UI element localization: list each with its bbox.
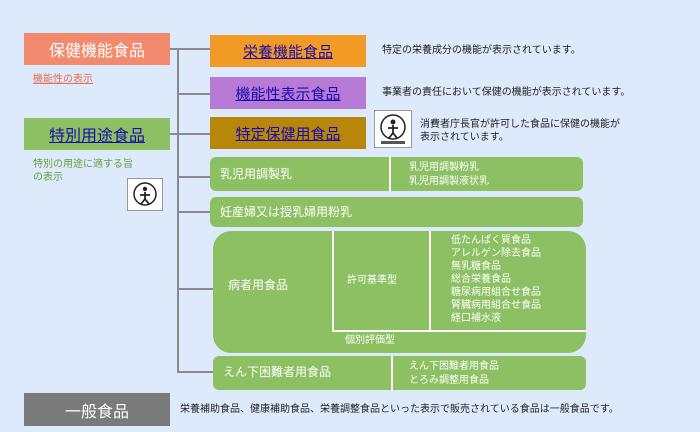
byosha-divider-h <box>332 330 586 332</box>
hoken-kinou-sub: 機能性の表示 <box>33 74 93 85</box>
engeshita-row <box>213 356 586 390</box>
engeshita-label: えん下困難者用食品 <box>223 365 332 379</box>
kyoka-kijun-label: 許可基準型 <box>347 275 397 286</box>
kyoka-item: 無乳糖食品 <box>451 261 501 272</box>
tokubetsu-youto-box[interactable]: 特別用途食品 <box>24 118 170 150</box>
kyoka-item: 低たんぱく質食品 <box>451 235 531 246</box>
eiyo-kinou-box[interactable]: 栄養機能食品 <box>210 35 366 67</box>
connector-line <box>177 133 210 135</box>
byosha-label: 病者用食品 <box>228 278 289 292</box>
kinousei-hyouji-label[interactable]: 機能性表示食品 <box>235 84 341 103</box>
nyuji-label: 乳児用調製乳 <box>220 167 293 181</box>
kyoka-item: アレルゲン除去食品 <box>451 248 541 259</box>
tokubetsu-youto-title[interactable]: 特別用途食品 <box>48 126 145 145</box>
connector-line <box>177 48 210 50</box>
byosha-block <box>213 231 586 353</box>
tokubetsu-youto-mark-icon <box>127 178 163 211</box>
engeshita-divider <box>391 356 393 390</box>
connector-line <box>170 48 178 50</box>
tokutei-hoken-box[interactable]: 特定保健用食品 <box>210 117 366 149</box>
kyoka-item: 総合栄養食品 <box>451 274 511 285</box>
byosha-divider-v2 <box>429 231 431 331</box>
connector-line <box>177 176 210 178</box>
tokutei-hoken-desc-line1: 消費者庁長官が許可した食品に保健の機能が <box>420 119 620 130</box>
kyoka-item: 経口補水液 <box>451 313 501 324</box>
ninsanpu-row <box>210 197 583 227</box>
engeshita-item: とろみ調整用食品 <box>409 375 489 386</box>
tokutei-hoken-label[interactable]: 特定保健用食品 <box>235 124 341 143</box>
eiyo-kinou-desc: 特定の栄養成分の機能が表示されています。 <box>382 45 581 56</box>
kobetsu-hyoka-label: 個別評価型 <box>345 335 395 346</box>
eiyo-kinou-label[interactable]: 栄養機能食品 <box>242 42 333 61</box>
tokutei-hoken-desc-line2: 表示されています。 <box>420 132 509 143</box>
ninsanpu-label: 妊産婦又は授乳婦用粉乳 <box>220 205 353 219</box>
connector-line <box>177 371 213 373</box>
ippan-shokuhin-box: 一般食品 <box>24 393 170 426</box>
ippan-desc: 栄養補助食品、健康補助食品、栄養調整食品といった表示で販売されている食品は一般食… <box>180 404 619 415</box>
kyoka-item: 糖尿病用組合せ食品 <box>451 287 541 298</box>
kyoka-item: 腎臓病用組合せ食品 <box>451 300 541 311</box>
kinousei-hyouji-box[interactable]: 機能性表示食品 <box>210 77 366 109</box>
ippan-shokuhin-title: 一般食品 <box>64 401 129 421</box>
connector-line <box>170 133 178 135</box>
tokubetsu-sub-line2: の表示 <box>33 172 63 183</box>
connector-line <box>177 133 179 373</box>
hoken-kinou-title: 保健機能食品 <box>48 41 145 60</box>
connector-line <box>177 93 210 95</box>
nyuji-item: 乳児用調製粉乳 <box>409 162 479 173</box>
kinousei-hyouji-desc: 事業者の責任において保健の機能が表示されています。 <box>382 87 631 98</box>
nyuji-row <box>210 157 583 191</box>
tokubetsu-sub-line1: 特別の用途に適する旨 <box>33 159 133 170</box>
hoken-kinou-box: 保健機能食品 <box>24 33 170 65</box>
tokuho-mark-icon <box>374 110 412 148</box>
nyuji-item: 乳児用調製液状乳 <box>409 176 489 187</box>
connector-line <box>177 288 213 290</box>
connector-line <box>177 211 210 213</box>
engeshita-item: えん下困難者用食品 <box>409 361 499 372</box>
nyuji-divider <box>389 157 391 191</box>
byosha-divider-v1 <box>332 231 334 331</box>
connector-line <box>177 48 179 136</box>
